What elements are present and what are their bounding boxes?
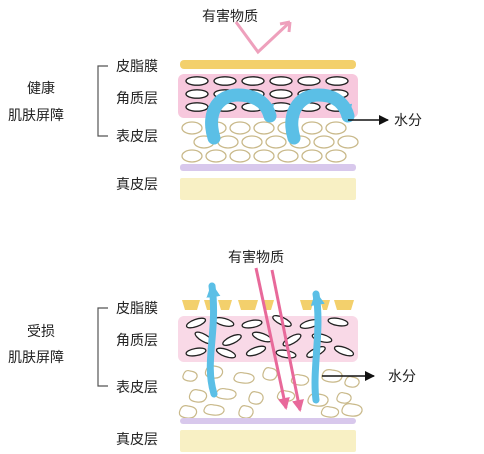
- sebum-fragment: [238, 300, 258, 310]
- damaged-harmful-arrow-2: [270, 269, 304, 412]
- epidermis-cell: [238, 405, 254, 419]
- sebum-fragment: [182, 300, 200, 310]
- epidermis-cell: [181, 149, 203, 163]
- corneum-cell: [327, 317, 349, 327]
- damaged-bracket: [97, 307, 108, 387]
- corneum-cell: [222, 334, 242, 346]
- corneum-cell: [185, 102, 209, 112]
- corneum-cell: [245, 345, 267, 357]
- corneum-cell: [213, 76, 237, 86]
- damaged-layer-sebum-label: 皮脂膜: [116, 301, 158, 317]
- healthy-layer-dermis-label: 真皮层: [116, 177, 158, 193]
- healthy-sebum-film: [180, 60, 356, 69]
- healthy-barrier-label-2: 肌肤屏障: [8, 108, 64, 124]
- corneum-cell: [185, 317, 207, 329]
- epidermis-cell: [217, 135, 239, 149]
- epidermis-cell: [205, 149, 227, 163]
- damaged-harmful-label: 有害物质: [228, 250, 284, 266]
- corneum-cell: [241, 319, 263, 329]
- corneum-cell: [185, 76, 209, 86]
- healthy-harmful-label: 有害物质: [202, 9, 258, 25]
- epidermis-cell: [229, 149, 251, 163]
- epidermis-cell: [265, 135, 287, 149]
- corneum-cell: [185, 89, 209, 99]
- damaged-dermis-band: [180, 430, 356, 452]
- damaged-separator-line: [180, 418, 356, 424]
- damaged-water-escape-right: [310, 290, 325, 404]
- healthy-bounce-arrowhead-icon: [279, 20, 292, 33]
- epidermis-cell: [341, 403, 363, 417]
- corneum-cell: [269, 89, 293, 99]
- damaged-layer-corneum-label: 角质层: [116, 333, 158, 349]
- epidermis-cell: [248, 391, 264, 405]
- healthy-layer-corneum-label: 角质层: [116, 91, 158, 107]
- healthy-separator-line: [180, 164, 356, 171]
- epidermis-cell: [276, 389, 296, 402]
- damaged-water-label: 水分: [388, 369, 416, 385]
- corneum-cell: [241, 76, 265, 86]
- corneum-cell: [185, 347, 207, 357]
- epidermis-cell: [181, 121, 203, 135]
- epidermis-cell: [215, 387, 237, 400]
- epidermis-cell: [325, 149, 347, 163]
- epidermis-cell: [277, 149, 299, 163]
- epidermis-cell: [178, 405, 198, 419]
- damaged-section: 有害物质 受损 肌肤屏障 皮脂膜 角质层 表皮层 真皮层 水分: [8, 250, 416, 452]
- healthy-bracket: [97, 65, 108, 137]
- epidermis-cell: [203, 403, 225, 416]
- epidermis-cell: [241, 135, 263, 149]
- epidermis-cell: [188, 389, 208, 403]
- corneum-cell: [269, 76, 293, 86]
- damaged-layer-dermis-label: 真皮层: [116, 432, 158, 448]
- damaged-water-escape-left: [206, 282, 221, 398]
- damaged-barrier-label-2: 肌肤屏障: [8, 350, 64, 366]
- sebum-fragment: [320, 300, 330, 310]
- epidermis-cell: [229, 121, 251, 135]
- damaged-layer-epidermis-label: 表皮层: [116, 380, 158, 396]
- epidermis-cell: [262, 367, 278, 381]
- corneum-cell: [215, 347, 237, 359]
- epidermis-cell: [253, 121, 275, 135]
- epidermis-cell: [344, 375, 360, 388]
- corneum-cell: [297, 76, 321, 86]
- corneum-cell: [333, 345, 355, 357]
- damaged-harmful-arrow-1: [254, 267, 290, 410]
- epidermis-cell: [253, 149, 275, 163]
- epidermis-cell: [301, 121, 323, 135]
- epidermis-cell: [320, 405, 340, 418]
- healthy-dermis-band: [180, 178, 356, 200]
- damaged-epidermis-cells: [178, 365, 363, 419]
- damaged-corneum-cells: [185, 315, 355, 359]
- epidermis-cell: [337, 135, 359, 149]
- damaged-barrier-label-1: 受损: [27, 324, 55, 340]
- healthy-section: 有害物质 健康 肌肤屏障 皮脂膜 角质层 表皮层 真皮层 水分: [8, 9, 422, 200]
- healthy-harmful-bounce-arrow: [234, 20, 292, 55]
- healthy-water-arc-left: [205, 88, 277, 145]
- sebum-fragment: [334, 300, 354, 310]
- corneum-cell: [325, 76, 349, 86]
- healthy-layer-sebum-label: 皮脂膜: [116, 59, 158, 75]
- damaged-sebum-film: [182, 300, 354, 310]
- sebum-fragment: [300, 300, 314, 310]
- epidermis-cell: [313, 135, 335, 149]
- healthy-water-arc-right: [285, 88, 355, 145]
- healthy-barrier-label-1: 健康: [27, 80, 55, 97]
- healthy-water-label: 水分: [394, 113, 422, 129]
- epidermis-cell: [233, 371, 255, 384]
- sebum-fragment: [218, 300, 232, 310]
- epidermis-cell: [182, 369, 198, 382]
- epidermis-cell: [336, 391, 352, 404]
- epidermis-cell: [301, 149, 323, 163]
- healthy-layer-epidermis-label: 表皮层: [116, 129, 158, 145]
- epidermis-cell: [325, 121, 347, 135]
